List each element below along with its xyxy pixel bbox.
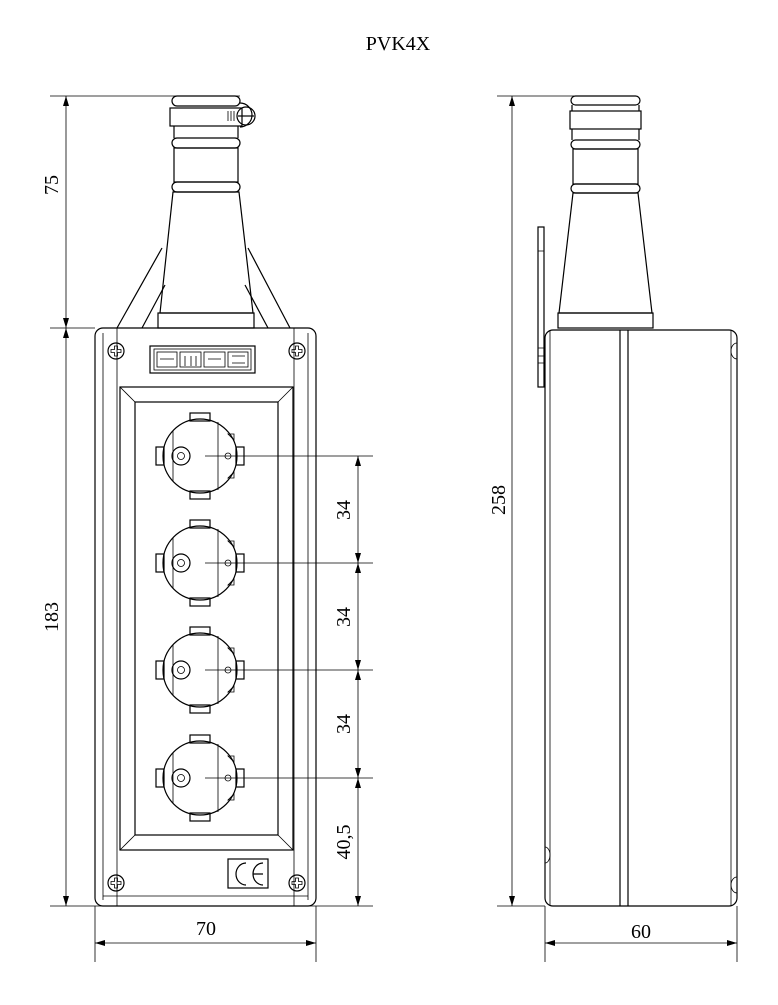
dim-cable-height: 75 [41,175,63,195]
dim-bottom-offset: 40,5 [333,825,355,860]
front-view [94,95,317,907]
side-dimensions: 258 60 [488,95,738,962]
drawing-title: PVK4X [366,33,431,55]
dim-button-pitch-1: 34 [333,500,355,520]
dim-width: 70 [196,918,216,940]
emas-logo [149,345,256,374]
front-dimensions: 75 183 70 34 34 34 40,5 [41,95,373,962]
screw-icon [288,342,306,360]
dim-button-pitch-3: 34 [333,714,355,734]
dim-total-height: 258 [488,485,510,515]
screw-icon [107,874,125,892]
dim-depth: 60 [631,921,651,943]
dim-body-height: 183 [41,602,63,632]
screw-icon [288,874,306,892]
dim-button-pitch-2: 34 [333,607,355,627]
screw-icon [107,342,125,360]
side-view [537,95,738,907]
ce-mark [227,858,269,889]
